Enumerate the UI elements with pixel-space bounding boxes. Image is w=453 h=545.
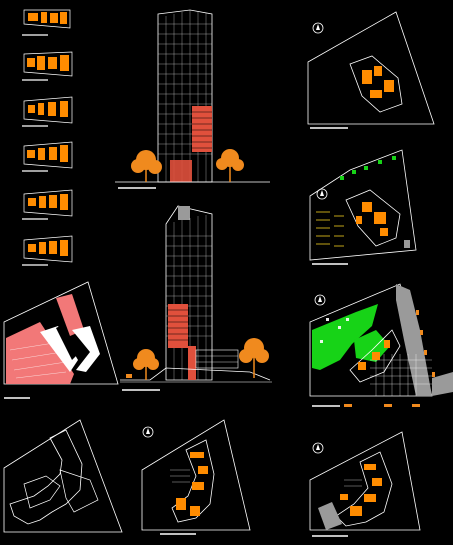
site-plan-pink bbox=[3, 281, 119, 399]
site-outline-plan-1 bbox=[3, 419, 123, 533]
floor-plan-thumbnail-1 bbox=[22, 9, 71, 36]
site-plan-landscape bbox=[309, 283, 453, 407]
north-arrow-icon bbox=[312, 442, 324, 454]
site-plan-ground bbox=[141, 419, 251, 535]
tree-right-2 bbox=[239, 338, 269, 378]
north-arrow-icon bbox=[312, 22, 324, 34]
north-arrow-icon bbox=[316, 188, 328, 200]
tower-elevation-front bbox=[115, 9, 270, 189]
tree-right bbox=[216, 149, 244, 182]
floor-plan-thumbnail-5 bbox=[22, 189, 73, 220]
north-arrow-icon bbox=[314, 294, 326, 306]
tree-left-2 bbox=[133, 349, 159, 380]
tower-elevation-side bbox=[120, 205, 272, 391]
floor-plan-thumbnail-3 bbox=[22, 96, 73, 127]
site-plan-roof bbox=[307, 11, 435, 129]
floor-plan-thumbnail-2 bbox=[22, 51, 73, 81]
floor-plan-thumbnail-4 bbox=[22, 141, 73, 172]
tree-left bbox=[131, 150, 162, 182]
north-arrow-icon bbox=[142, 426, 154, 438]
floor-plan-thumbnail-6 bbox=[22, 235, 73, 266]
site-plan-lower-level bbox=[309, 431, 421, 537]
floor-plan-thumbnails bbox=[22, 9, 73, 266]
site-plan-parking bbox=[309, 149, 417, 265]
